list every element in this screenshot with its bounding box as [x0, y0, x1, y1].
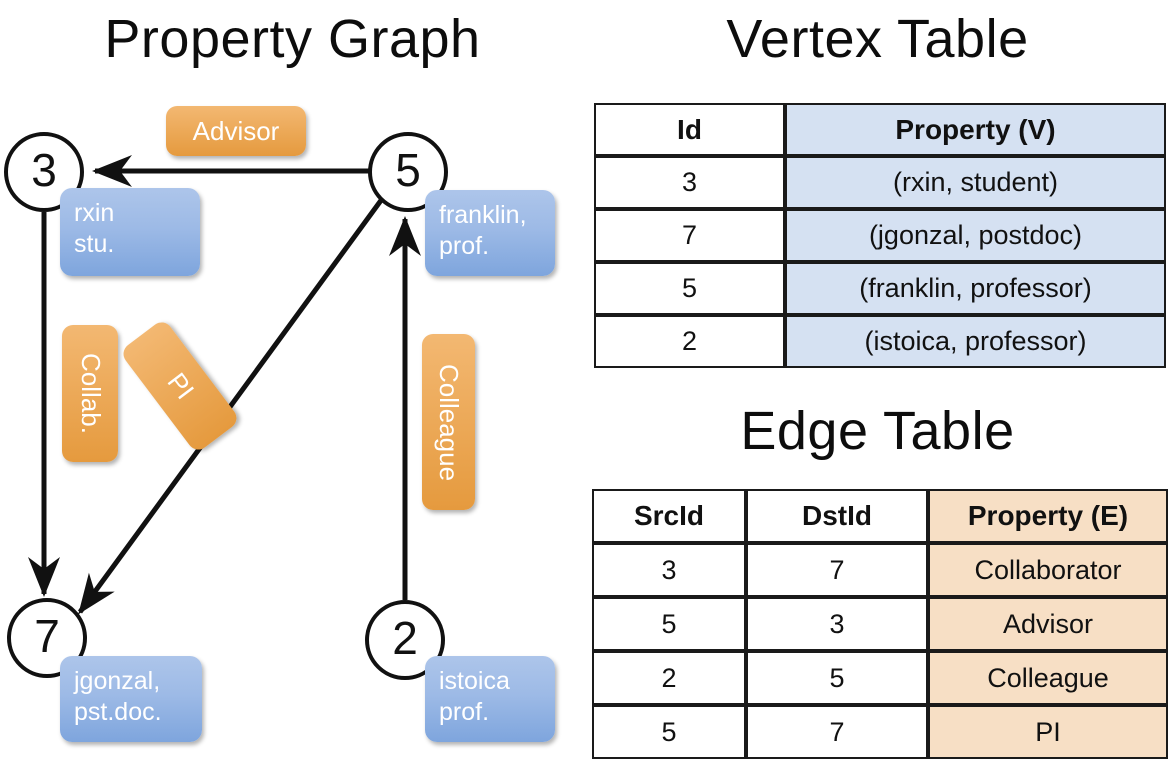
edge-cell-srcid: 3: [592, 543, 746, 597]
edge-cell-srcid: 5: [592, 705, 746, 759]
page-title-edge-table: Edge Table: [740, 401, 1015, 461]
vertex-callout-2: istoica prof.: [425, 656, 555, 742]
table-header-row: SrcId DstId Property (E): [592, 489, 1168, 543]
vertex-callout-5: franklin, prof.: [425, 190, 555, 276]
edge-cell-property: PI: [928, 705, 1168, 759]
graph-node-5[interactable]: 5: [368, 132, 448, 212]
vertex-callout-7-line2: pst.doc.: [74, 698, 162, 726]
vertex-callout-2-line1: istoica: [439, 667, 510, 695]
page-title-vertex-table: Vertex Table: [726, 9, 1029, 69]
vertex-callout-7-line1: jgonzal,: [74, 667, 161, 695]
edge-cell-dstid: 5: [746, 651, 928, 705]
vertex-header-id: Id: [594, 103, 785, 156]
edge-cell-property: Advisor: [928, 597, 1168, 651]
graph-edges: [28, 155, 421, 615]
vertex-cell-id: 3: [594, 156, 785, 209]
graph-node-3-label: 3: [31, 144, 57, 196]
edge-label-pi-text: PI: [161, 366, 200, 405]
edge-cell-dstid: 7: [746, 543, 928, 597]
vertex-callout-7: jgonzal, pst.doc.: [60, 656, 202, 742]
vertex-cell-id: 2: [594, 315, 785, 368]
table-row: 5 3 Advisor: [592, 597, 1168, 651]
edge-label-advisor: Advisor: [166, 106, 306, 156]
table-row: 7 (jgonzal, postdoc): [594, 209, 1166, 262]
edge-cell-dstid: 7: [746, 705, 928, 759]
edge-table: SrcId DstId Property (E) 3 7 Collaborato…: [592, 489, 1168, 759]
vertex-callout-5-line1: franklin,: [439, 201, 527, 229]
edge-cell-srcid: 2: [592, 651, 746, 705]
edge-label-collab: Collab.: [62, 325, 118, 462]
vertex-callout-3-line2: stu.: [74, 230, 115, 258]
edge-cell-property: Collaborator: [928, 543, 1168, 597]
edge-cell-srcid: 5: [592, 597, 746, 651]
edge-header-dstid: DstId: [746, 489, 928, 543]
edge-header-property: Property (E): [928, 489, 1168, 543]
edge-cell-dstid: 3: [746, 597, 928, 651]
edge-label-colleague-text: Colleague: [434, 363, 464, 481]
vertex-cell-property: (istoica, professor): [785, 315, 1166, 368]
edge-label-advisor-text: Advisor: [192, 115, 280, 146]
vertex-cell-id: 5: [594, 262, 785, 315]
edge-label-collab-text: Collab.: [75, 353, 106, 434]
graph-node-5-label: 5: [395, 144, 421, 196]
edge-5-to-7: [77, 197, 385, 615]
vertex-callout-5-line2: prof.: [439, 232, 490, 260]
vertex-cell-id: 7: [594, 209, 785, 262]
vertex-cell-property: (franklin, professor): [785, 262, 1166, 315]
table-row: 3 7 Collaborator: [592, 543, 1168, 597]
vertex-callout-3: rxin stu.: [60, 188, 200, 276]
vertex-callout-3-line1: rxin: [74, 199, 115, 227]
vertex-cell-property: (rxin, student): [785, 156, 1166, 209]
table-row: 5 7 PI: [592, 705, 1168, 759]
edge-header-srcid: SrcId: [592, 489, 746, 543]
edge-cell-property: Colleague: [928, 651, 1168, 705]
table-row: 2 5 Colleague: [592, 651, 1168, 705]
graph-node-2[interactable]: 2: [365, 600, 445, 680]
edge-label-colleague: Colleague: [422, 334, 475, 510]
table-header-row: Id Property (V): [594, 103, 1166, 156]
table-row: 3 (rxin, student): [594, 156, 1166, 209]
table-row: 2 (istoica, professor): [594, 315, 1166, 368]
page-title-property-graph: Property Graph: [104, 9, 481, 69]
vertex-table: Id Property (V) 3 (rxin, student) 7 (jgo…: [594, 103, 1166, 368]
vertex-callout-2-line2: prof.: [439, 698, 490, 726]
vertex-header-property: Property (V): [785, 103, 1166, 156]
vertex-cell-property: (jgonzal, postdoc): [785, 209, 1166, 262]
graph-node-2-label: 2: [392, 612, 418, 664]
table-row: 5 (franklin, professor): [594, 262, 1166, 315]
graph-node-7-label: 7: [34, 610, 60, 662]
